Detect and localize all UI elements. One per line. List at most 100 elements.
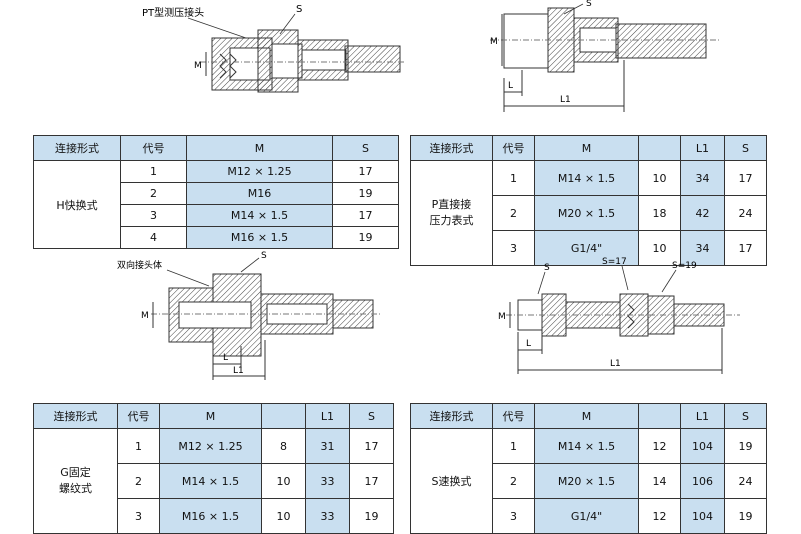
table-row: H快换式 1 M12 × 1.25 17 (33, 160, 399, 249)
table-row: G固定 螺纹式 1 M12 × 1.25 8 31 17 (33, 428, 394, 534)
m-cell: M14 × 1.5 (534, 160, 639, 196)
l1-cell: 33 (305, 498, 350, 534)
header-s: S (349, 403, 394, 429)
pt-s-label: S (296, 4, 302, 15)
s-cell: 24 (724, 195, 767, 231)
diagram-g-fixed-thread: 双向接头体 S M L L1 (117, 251, 381, 380)
s-l-label: L (526, 339, 531, 349)
header-l (261, 403, 306, 429)
table-header-row: 连接形式 代号 M S (33, 135, 399, 161)
l-cell: 10 (261, 498, 306, 534)
header-m: M (186, 135, 333, 161)
m-cell: M14 × 1.5 (186, 204, 333, 227)
code-cell: 3 (492, 498, 535, 534)
s-cell: 17 (332, 204, 399, 227)
code-cell: 3 (120, 204, 187, 227)
g-m-label: M (141, 311, 149, 321)
code-cell: 2 (492, 195, 535, 231)
m-cell: M16 (186, 182, 333, 205)
header-l1: L1 (680, 135, 725, 161)
m-cell: M12 × 1.25 (159, 428, 262, 464)
p-m-label: M (490, 37, 498, 47)
header-code: 代号 (492, 135, 535, 161)
l-cell: 10 (261, 463, 306, 499)
m-cell: G1/4" (534, 498, 639, 534)
header-code: 代号 (117, 403, 160, 429)
p-l1-label: L1 (560, 95, 571, 105)
pt-m-label: M (194, 61, 202, 71)
l1-cell: 104 (680, 428, 725, 464)
code-cell: 2 (120, 182, 187, 205)
s-cell: 19 (724, 498, 767, 534)
l1-cell: 42 (680, 195, 725, 231)
header-code: 代号 (120, 135, 187, 161)
p-s-label: S (586, 0, 592, 9)
header-connection-type: 连接形式 (33, 135, 121, 161)
diagram-s-quick-change: S S=17 S=19 M L L1 (498, 257, 740, 374)
table-row: P直接接 压力表式 1 M14 × 1.5 10 34 17 (410, 160, 767, 266)
header-m: M (534, 403, 639, 429)
m-cell: M20 × 1.5 (534, 463, 639, 499)
group-label: S速换式 (410, 428, 493, 534)
code-cell: 3 (117, 498, 160, 534)
table-row: 2 M20 × 1.5 14 106 24 (411, 463, 767, 499)
s-cell: 19 (332, 182, 399, 205)
header-l1: L1 (680, 403, 725, 429)
table-row: 2 M16 19 (34, 182, 399, 205)
l1-cell: 33 (305, 463, 350, 499)
header-s: S (332, 135, 399, 161)
s-s19-label: S=19 (672, 261, 697, 271)
l-cell: 12 (638, 428, 681, 464)
code-cell: 1 (492, 160, 535, 196)
table-h-quick-change: 连接形式 代号 M S H快换式 1 M12 × 1.25 17 2 M16 1… (33, 135, 399, 249)
header-s: S (724, 135, 767, 161)
table-p-direct-gauge: 连接形式 代号 M L1 S P直接接 压力表式 1 M14 × 1.5 10 … (410, 135, 767, 266)
table-row: 3 G1/4" 10 34 17 (411, 230, 767, 266)
s-cell: 17 (724, 230, 767, 266)
s-l1-label: L1 (610, 359, 621, 369)
g-l-label: L (223, 353, 228, 363)
s-cell: 19 (724, 428, 767, 464)
l-cell: 8 (261, 428, 306, 464)
table-header-row: 连接形式 代号 M L1 S (33, 403, 394, 429)
code-cell: 2 (117, 463, 160, 499)
table-g-fixed-thread: 连接形式 代号 M L1 S G固定 螺纹式 1 M12 × 1.25 8 31… (33, 403, 394, 534)
m-cell: M20 × 1.5 (534, 195, 639, 231)
l-cell: 12 (638, 498, 681, 534)
m-cell: M14 × 1.5 (159, 463, 262, 499)
table-header-row: 连接形式 代号 M L1 S (410, 135, 767, 161)
g-s-label: S (261, 251, 267, 261)
group-label: G固定 螺纹式 (33, 428, 118, 534)
m-cell: M14 × 1.5 (534, 428, 639, 464)
header-l (638, 403, 681, 429)
s-cell: 17 (724, 160, 767, 196)
code-cell: 1 (117, 428, 160, 464)
table-row: 2 M14 × 1.5 10 33 17 (34, 463, 394, 499)
table-row: 4 M16 × 1.5 19 (34, 226, 399, 249)
l-cell: 18 (638, 195, 681, 231)
s-m-label: M (498, 312, 506, 322)
m-cell: G1/4" (534, 230, 639, 266)
l-cell: 14 (638, 463, 681, 499)
g-double-body-label: 双向接头体 (117, 259, 162, 271)
table-header-row: 连接形式 代号 M L1 S (410, 403, 767, 429)
code-cell: 2 (492, 463, 535, 499)
header-connection-type: 连接形式 (410, 135, 493, 161)
l1-cell: 31 (305, 428, 350, 464)
header-code: 代号 (492, 403, 535, 429)
s-cell: 19 (349, 498, 394, 534)
code-cell: 4 (120, 226, 187, 249)
m-cell: M16 × 1.5 (186, 226, 333, 249)
l-cell: 10 (638, 160, 681, 196)
s-s-label: S (544, 263, 550, 273)
header-m: M (159, 403, 262, 429)
s-cell: 24 (724, 463, 767, 499)
s-cell: 17 (349, 463, 394, 499)
code-cell: 1 (120, 160, 187, 183)
header-connection-type: 连接形式 (410, 403, 493, 429)
code-cell: 1 (492, 428, 535, 464)
l1-cell: 104 (680, 498, 725, 534)
header-s: S (724, 403, 767, 429)
p-l-label: L (508, 81, 513, 91)
header-connection-type: 连接形式 (33, 403, 118, 429)
